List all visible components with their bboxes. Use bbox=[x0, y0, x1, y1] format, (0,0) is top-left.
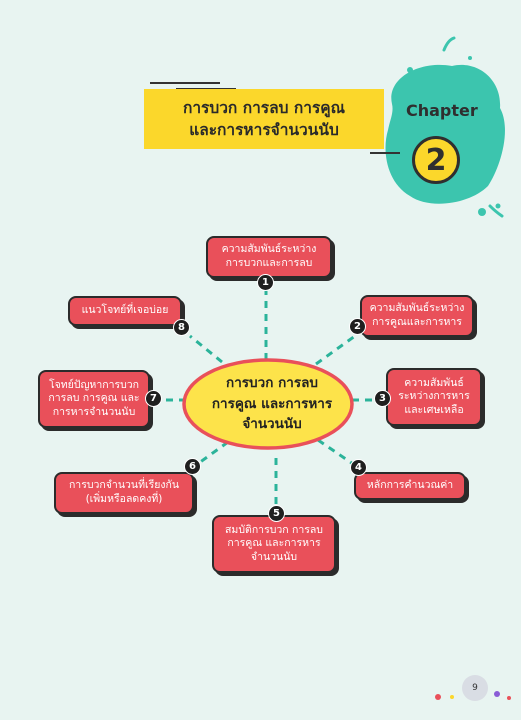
node-line: การลบ การคูณ และ bbox=[48, 392, 140, 405]
node-line: สมบัติการบวก การลบ bbox=[225, 523, 323, 536]
footer-dot bbox=[450, 695, 454, 699]
node-line: การบวกจำนวนที่เรียงกัน bbox=[68, 479, 180, 492]
chapter-title-banner: การบวก การลบ การคูณ และการหารจำนวนนับ bbox=[144, 89, 384, 149]
node-line: (เพิ่มหรือลดคงที่) bbox=[85, 493, 163, 505]
mindmap-node-3: ความสัมพันธ์ ระหว่างการหาร และเศษเหลือ bbox=[386, 368, 482, 426]
center-ellipse bbox=[182, 358, 354, 450]
node-line: ความสัมพันธ์ bbox=[404, 376, 464, 389]
node-number-badge: 5 bbox=[268, 505, 285, 522]
page-number: 9 bbox=[462, 675, 488, 701]
node-line: การคูณและการหาร bbox=[372, 316, 462, 328]
node-number-badge: 1 bbox=[257, 274, 274, 291]
node-number-badge: 6 bbox=[184, 458, 201, 475]
splash-dot bbox=[495, 203, 501, 209]
decorative-line bbox=[370, 152, 400, 154]
splash-stroke bbox=[442, 36, 456, 52]
node-line: จำนวนนับ bbox=[250, 550, 298, 563]
chapter-label: Chapter bbox=[406, 101, 478, 120]
chapter-title-line-2: และการหารจำนวนนับ bbox=[189, 121, 339, 139]
mindmap-node-7: โจทย์ปัญหาการบวก การลบ การคูณ และ การหาร… bbox=[38, 370, 150, 428]
node-number-badge: 8 bbox=[173, 319, 190, 336]
node-line: ความสัมพันธ์ระหว่าง bbox=[221, 243, 317, 256]
splash-dot bbox=[468, 56, 472, 60]
mindmap-node-8: แนวโจทย์ที่เจอบ่อย bbox=[68, 296, 182, 326]
node-line: ระหว่างการหาร bbox=[398, 390, 470, 403]
footer-dot bbox=[507, 696, 511, 700]
splash-dot bbox=[478, 208, 486, 216]
node-line: การคูณ และการหาร bbox=[227, 537, 321, 550]
mindmap-node-1: ความสัมพันธ์ระหว่าง การบวกและการลบ bbox=[206, 236, 332, 278]
center-line: จำนวนนับ bbox=[242, 416, 302, 433]
node-line: โจทย์ปัญหาการบวก bbox=[48, 378, 140, 391]
chapter-number-badge: 2 bbox=[412, 136, 460, 184]
node-number-badge: 2 bbox=[349, 318, 366, 335]
node-line: หลักการคำนวณค่า bbox=[366, 479, 454, 492]
node-number-badge: 7 bbox=[145, 390, 162, 407]
center-line: การคูณ และการหาร bbox=[211, 395, 333, 412]
connector-lines bbox=[160, 286, 380, 508]
mindmap-node-4: หลักการคำนวณค่า bbox=[354, 472, 466, 500]
mindmap-node-2: ความสัมพันธ์ระหว่าง การคูณและการหาร bbox=[360, 295, 474, 337]
splash-stroke bbox=[488, 204, 504, 218]
node-number-badge: 3 bbox=[374, 390, 391, 407]
node-line: และเศษเหลือ bbox=[404, 403, 464, 416]
decorative-line bbox=[150, 82, 220, 84]
node-line: การหารจำนวนนับ bbox=[52, 405, 136, 418]
footer-dot bbox=[435, 694, 441, 700]
splash-dot bbox=[407, 67, 413, 73]
mindmap-node-5: สมบัติการบวก การลบ การคูณ และการหาร จำนว… bbox=[212, 515, 336, 573]
node-line: แนวโจทย์ที่เจอบ่อย bbox=[81, 304, 169, 317]
chapter-title-line-1: การบวก การลบ การคูณ bbox=[182, 98, 346, 117]
node-number-badge: 4 bbox=[350, 459, 367, 476]
node-line: ความสัมพันธ์ระหว่าง bbox=[369, 302, 465, 315]
teal-blob-shape bbox=[385, 64, 505, 204]
center-line: การบวก การลบ bbox=[226, 374, 318, 391]
footer-dot bbox=[494, 691, 500, 697]
mindmap-node-6: การบวกจำนวนที่เรียงกัน (เพิ่มหรือลดคงที่… bbox=[54, 472, 194, 514]
mindmap-center: การบวก การลบ การคูณ และการหาร จำนวนนับ bbox=[192, 364, 352, 444]
node-line: การบวกและการลบ bbox=[225, 257, 313, 269]
